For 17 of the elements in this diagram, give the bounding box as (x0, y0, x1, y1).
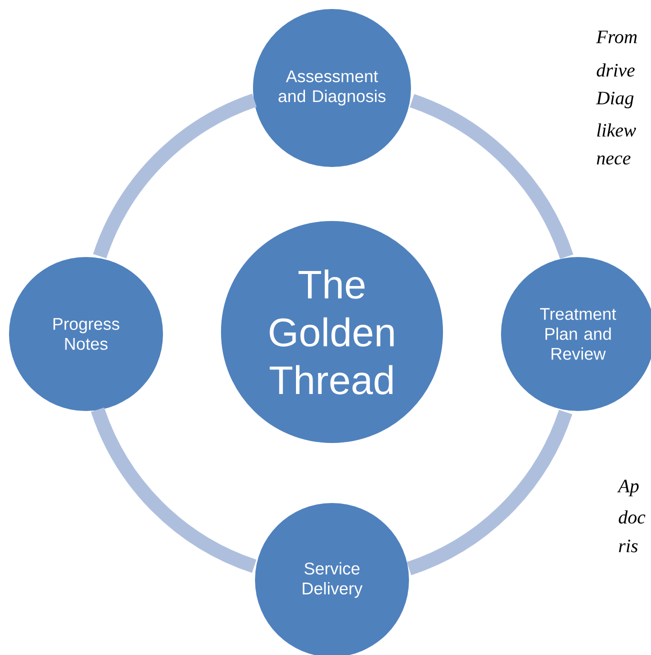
circle-node: Service Delivery (253, 501, 411, 655)
circle-node: The Golden Thread (219, 219, 445, 445)
ring-arc (406, 410, 572, 576)
ring-arc (410, 94, 574, 260)
circle-node: Progress Notes (7, 255, 165, 413)
cut-off-text: nece (596, 155, 630, 165)
circle-node: Assessment and Diagnosis (251, 7, 413, 169)
ring-arc (93, 94, 257, 259)
circle-node: Treatment Plan and Review (499, 255, 651, 413)
cut-off-text: Ap (617, 480, 639, 496)
cut-off-text: ris (618, 540, 638, 552)
cut-off-text: Diag (596, 92, 634, 108)
cut-off-text: doc (618, 510, 646, 524)
cut-off-text: From (596, 30, 637, 44)
cut-off-text: drive (596, 63, 635, 77)
cut-off-text: likew (597, 123, 636, 137)
ring-arc (91, 407, 257, 573)
